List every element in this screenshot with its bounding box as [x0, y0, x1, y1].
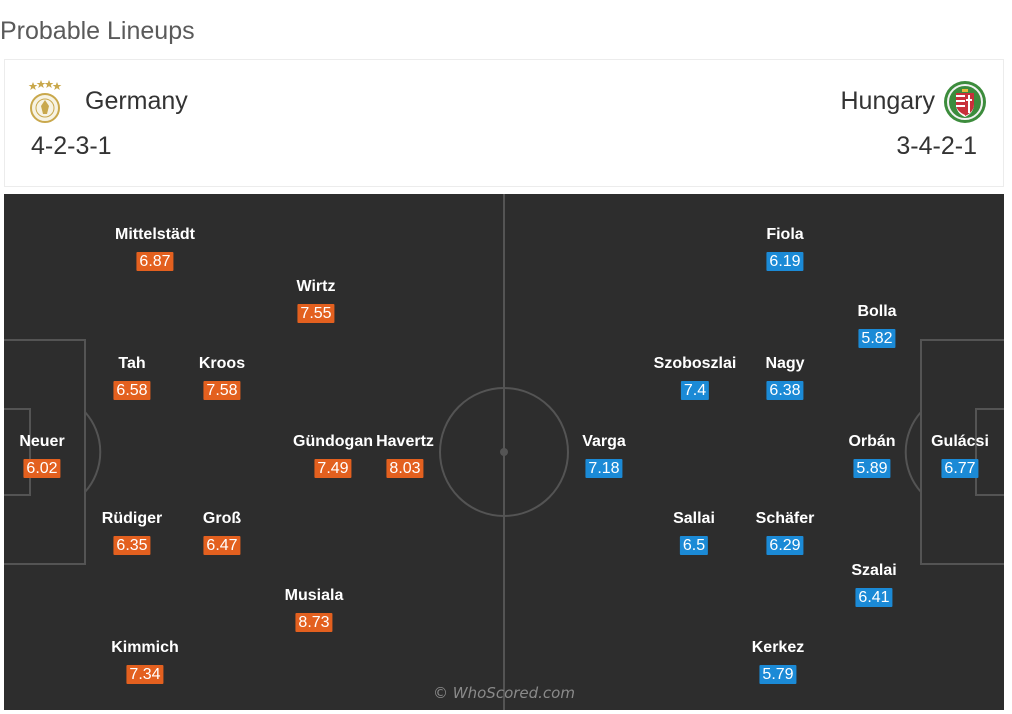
player-rating-badge: 6.58 — [113, 381, 151, 400]
player-name: Nagy — [765, 355, 805, 372]
player-rating-badge: 6.5 — [679, 536, 709, 555]
player-rating-badge: 7.4 — [680, 381, 710, 400]
player-name: Wirtz — [296, 278, 336, 295]
player-name: Havertz — [376, 433, 434, 450]
player-name: Sallai — [673, 510, 715, 527]
player-name: Tah — [118, 355, 146, 372]
player-name: Kerkez — [751, 639, 805, 656]
pitch: Mittelstädt 6.87 Wirtz 7.55 Tah 6.58 Kro… — [4, 194, 1004, 710]
home-formation: 4-2-3-1 — [31, 132, 112, 160]
player-name: Varga — [582, 433, 626, 450]
away-team-name[interactable]: Hungary — [840, 87, 936, 115]
home-team-name[interactable]: Germany — [85, 87, 188, 115]
player-rating-badge: 6.35 — [113, 536, 151, 555]
player-rating-badge: 6.77 — [941, 459, 979, 478]
player-rating-badge: 7.55 — [297, 304, 335, 323]
player-rating-badge: 6.87 — [136, 252, 174, 271]
player-name: Gulácsi — [931, 433, 989, 450]
teams-header-panel: Germany 4-2-3-1 Hungary 3-4-2-1 — [4, 59, 1004, 187]
player-name: Bolla — [857, 303, 897, 320]
player-name: Neuer — [19, 433, 65, 450]
player-name: Mittelstädt — [115, 226, 195, 243]
player-name: Kimmich — [111, 639, 179, 656]
player-rating-badge: 7.49 — [314, 459, 352, 478]
player-rating-badge: 6.02 — [23, 459, 61, 478]
player-name: Szalai — [851, 562, 897, 579]
player-rating-badge: 7.18 — [585, 459, 623, 478]
player-rating-badge: 7.58 — [203, 381, 241, 400]
player-rating-badge: 8.03 — [386, 459, 424, 478]
player-name: Groß — [202, 510, 242, 527]
pitch-markings — [4, 194, 1004, 710]
germany-crest-icon — [25, 78, 65, 124]
whoscored-watermark: © WhoScored.com — [433, 684, 575, 702]
player-name: Kroos — [198, 355, 246, 372]
player-name: Fiola — [766, 226, 804, 243]
player-name: Orbán — [848, 433, 896, 450]
player-rating-badge: 6.29 — [766, 536, 804, 555]
player-name: Rüdiger — [101, 510, 163, 527]
player-rating-badge: 6.41 — [855, 588, 893, 607]
player-rating-badge: 7.34 — [126, 665, 164, 684]
player-rating-badge: 8.73 — [295, 613, 333, 632]
player-rating-badge: 6.19 — [766, 252, 804, 271]
player-rating-badge: 5.79 — [759, 665, 797, 684]
section-title: Probable Lineups — [0, 17, 195, 45]
player-rating-badge: 6.38 — [766, 381, 804, 400]
player-name: Schäfer — [755, 510, 815, 527]
player-rating-badge: 5.89 — [853, 459, 891, 478]
hungary-crest-icon — [943, 80, 987, 124]
player-name: Gündogan — [293, 433, 373, 450]
player-rating-badge: 6.47 — [203, 536, 241, 555]
away-formation: 3-4-2-1 — [896, 132, 977, 160]
player-name: Musiala — [284, 587, 344, 604]
player-name: Szoboszlai — [653, 355, 737, 372]
player-rating-badge: 5.82 — [858, 329, 896, 348]
